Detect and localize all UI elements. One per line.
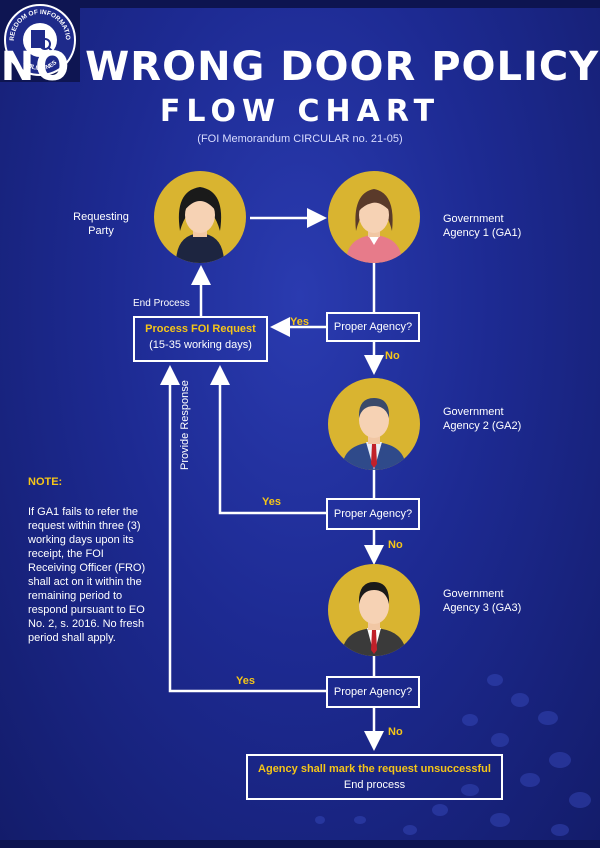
ga1-label-line2: Agency 1 (GA1) bbox=[443, 227, 522, 239]
man-officer-avatar-icon bbox=[342, 398, 406, 470]
ga2-label-line2: Agency 2 (GA2) bbox=[443, 420, 522, 432]
memo-reference: (FOI Memorandum CIRCULAR no. 21-05) bbox=[197, 133, 403, 145]
final-unsuccessful-box: Agency shall mark the request unsuccessf… bbox=[246, 754, 503, 800]
ga1-label-line1: Government bbox=[443, 213, 504, 225]
process-foi-request-box: Process FOI Request (15-35 working days) bbox=[133, 316, 268, 362]
no-label-3: No bbox=[388, 726, 403, 738]
page-title: NO WRONG DOOR POLICY bbox=[0, 44, 600, 90]
foi-logo-panel: FREEDOM OF INFORMATION PHILIPPINES bbox=[0, 0, 80, 82]
ga3-avatar bbox=[328, 564, 420, 656]
decision-proper-agency-3: Proper Agency? bbox=[326, 676, 420, 708]
yes-label-1: Yes bbox=[290, 316, 309, 328]
requesting-party-label: Requesting Party bbox=[66, 210, 136, 238]
woman-officer-avatar-icon bbox=[346, 189, 402, 263]
ga3-label-line2: Agency 3 (GA3) bbox=[443, 602, 522, 614]
process-title: Process FOI Request bbox=[145, 323, 256, 335]
bottom-bar bbox=[0, 840, 600, 848]
ga3-label: Government Agency 3 (GA3) bbox=[443, 587, 521, 615]
requesting-party-label-line1: Requesting bbox=[73, 211, 129, 223]
arrow-decision3-yes bbox=[160, 365, 326, 693]
note-body: If GA1 fails to refer the request within… bbox=[28, 506, 146, 644]
ga1-avatar bbox=[328, 171, 420, 263]
final-title: Agency shall mark the request unsuccessf… bbox=[258, 763, 491, 775]
arrow-decision2-yes bbox=[210, 365, 326, 515]
ga3-label-line1: Government bbox=[443, 588, 504, 600]
woman-avatar-icon bbox=[176, 187, 224, 263]
ga1-label: Government Agency 1 (GA1) bbox=[443, 212, 521, 240]
yes-label-3: Yes bbox=[236, 675, 255, 687]
note-title: NOTE: bbox=[28, 476, 63, 488]
no-label-2: No bbox=[388, 539, 403, 551]
no-label-1: No bbox=[385, 350, 400, 362]
man-suit-avatar-icon bbox=[342, 582, 406, 656]
yes-label-2: Yes bbox=[262, 496, 281, 508]
requesting-party-label-line2: Party bbox=[88, 225, 114, 237]
ga2-label-line1: Government bbox=[443, 406, 504, 418]
final-end-process: End process bbox=[343, 779, 406, 791]
page-subtitle-flowchart: FLOW CHART bbox=[159, 94, 441, 129]
end-process-label: End Process bbox=[133, 298, 190, 309]
process-duration: (15-35 working days) bbox=[149, 339, 252, 351]
foi-logo: FREEDOM OF INFORMATION PHILIPPINES bbox=[0, 0, 76, 76]
requesting-party-avatar bbox=[154, 171, 246, 263]
decision-proper-agency-2: Proper Agency? bbox=[326, 498, 420, 530]
ga2-label: Government Agency 2 (GA2) bbox=[443, 405, 521, 433]
decision-proper-agency-1: Proper Agency? bbox=[326, 312, 420, 342]
provide-response-label: Provide Response bbox=[179, 380, 191, 470]
ga2-avatar bbox=[328, 378, 420, 470]
top-bar bbox=[0, 0, 600, 8]
